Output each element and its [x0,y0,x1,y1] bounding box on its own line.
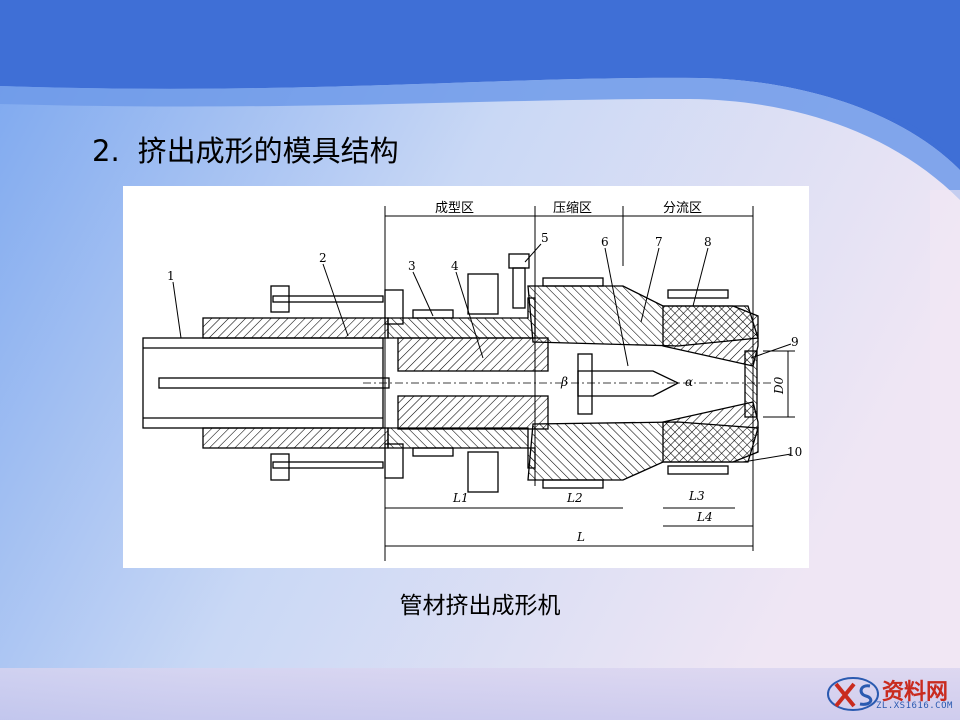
pipe-outline [142,337,384,429]
die-drawing: 成型区 压缩区 分流区 1 2 3 4 5 6 7 8 9 10 L1 L2 L… [142,200,802,561]
part-number: 2 [319,251,327,265]
dimension-label: L1 [452,491,469,505]
slide-heading: 2. 挤出成形的模具结构 [92,128,399,170]
watermark-main: 资料网 [882,680,949,705]
angle-label: α [685,375,693,389]
heading-number: 2. [92,134,120,168]
part-number: 9 [791,335,799,349]
part-number: 1 [167,269,175,283]
heading-text: 挤出成形的模具结构 [137,134,399,168]
zone-label: 分流区 [663,201,702,216]
dimension-label: D0 [772,376,786,395]
part-number: 8 [704,235,712,249]
die-structure-figure: 成型区 压缩区 分流区 1 2 3 4 5 6 7 8 9 10 L1 L2 L… [123,186,809,568]
part-number: 5 [541,231,549,245]
dimension-label: L3 [688,489,705,503]
part-number: 6 [601,235,609,249]
watermark: 资料网 ZL.XS1616.COM [826,672,956,716]
figure-caption: 管材挤出成形机 [399,593,561,619]
angle-label: β [560,375,568,389]
dimension-label: L [576,530,585,544]
zone-label: 压缩区 [553,200,592,216]
dimension-label: L2 [566,491,583,505]
part-number: 4 [451,259,459,273]
dimension-label: L4 [696,510,713,524]
part-number: 10 [787,445,802,459]
watermark-sub: ZL.XS1616.COM [876,701,953,711]
part-number: 3 [408,259,416,273]
zone-label: 成型区 [435,201,474,216]
part-number: 7 [655,235,663,249]
xs-logo-icon [827,677,879,711]
